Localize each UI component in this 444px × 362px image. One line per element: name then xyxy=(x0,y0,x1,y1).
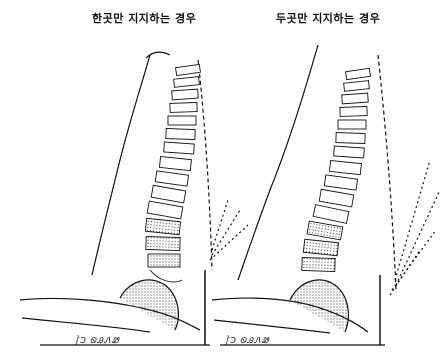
left-ray-2 xyxy=(212,210,240,255)
right-hip-bone xyxy=(290,280,348,332)
left-back-outline xyxy=(92,55,150,275)
left-ray-3 xyxy=(210,225,248,260)
right-front-line xyxy=(378,55,396,290)
right-ray-1 xyxy=(395,160,430,280)
right-leg xyxy=(214,320,330,333)
right-spine xyxy=(302,68,371,271)
left-leg xyxy=(22,318,150,332)
left-spine xyxy=(145,64,200,282)
right-base-annotation: ʃ̃Ͻ ᏫᎯᏁᏪ xyxy=(226,336,270,346)
left-ray-1 xyxy=(212,200,228,250)
right-ray-2 xyxy=(396,190,440,285)
left-base-annotation: ʃ̃Ͻ ᏫᎯᏁᏪ xyxy=(76,336,120,346)
left-front-line xyxy=(198,60,212,270)
right-ray-3 xyxy=(392,230,436,290)
left-figure xyxy=(20,52,248,345)
